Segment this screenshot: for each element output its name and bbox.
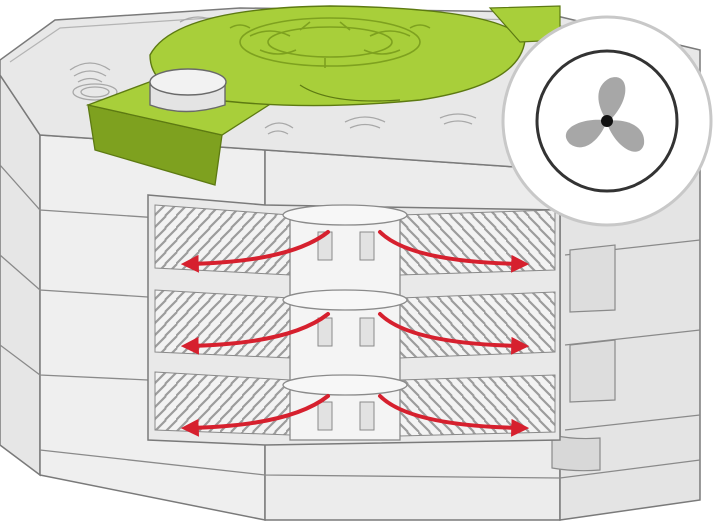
airflow-arrow-left bbox=[180, 312, 330, 355]
airflow-arrows bbox=[180, 230, 530, 437]
right-grate bbox=[399, 209, 556, 437]
airflow-arrow-left bbox=[180, 230, 330, 273]
cutaway-interior bbox=[147, 194, 561, 446]
airflow-arrow-left bbox=[180, 394, 330, 437]
airflow-arrow-right bbox=[378, 312, 530, 355]
left-grate bbox=[154, 204, 291, 436]
center-core bbox=[282, 204, 408, 441]
airflow-arrow-right bbox=[378, 230, 530, 273]
airflow-arrow-right bbox=[378, 394, 530, 437]
fan-badge bbox=[501, 15, 713, 227]
green-lid bbox=[85, 5, 561, 186]
lid-knob bbox=[149, 68, 227, 113]
three-blade-fan-icon bbox=[565, 77, 645, 152]
lid-engraving bbox=[229, 17, 431, 68]
